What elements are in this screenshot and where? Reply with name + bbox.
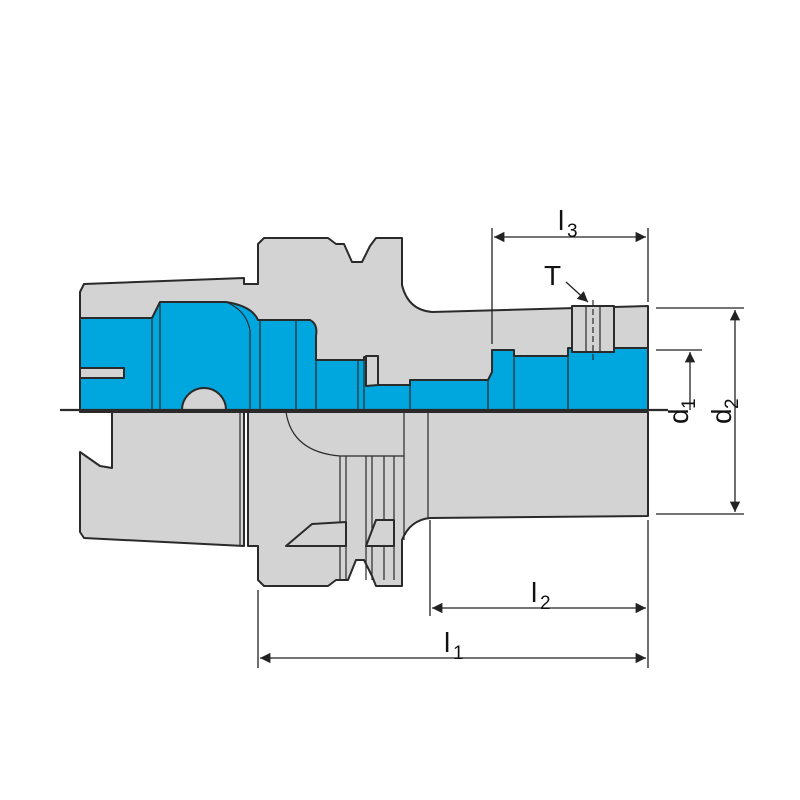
lower-half-view [79, 411, 649, 587]
svg-text:l: l [444, 627, 450, 658]
dimension-lines [257, 228, 744, 668]
svg-text:l: l [531, 577, 537, 608]
label-l2: l 2 [531, 577, 551, 614]
bore-detail-lines [151, 301, 569, 410]
label-l1: l 1 [444, 627, 464, 664]
svg-text:d: d [663, 408, 694, 424]
label-d1: d 1 [663, 398, 700, 424]
svg-text:2: 2 [722, 398, 743, 409]
thread-lines [585, 306, 601, 352]
label-l3: l 3 [558, 205, 578, 242]
lower-detail-lines [239, 411, 429, 580]
lower-body-outline [79, 411, 649, 587]
bore-step [365, 355, 379, 387]
label-t: T [544, 260, 561, 291]
svg-text:1: 1 [453, 643, 464, 664]
svg-text:3: 3 [567, 221, 578, 242]
drive-slot-right [365, 519, 395, 547]
drive-slot [285, 521, 347, 547]
label-d2: d 2 [706, 398, 743, 424]
svg-text:d: d [706, 408, 737, 424]
svg-text:1: 1 [679, 398, 700, 409]
svg-text:l: l [558, 205, 564, 236]
upper-half-section [79, 237, 649, 433]
svg-text:2: 2 [540, 593, 551, 614]
